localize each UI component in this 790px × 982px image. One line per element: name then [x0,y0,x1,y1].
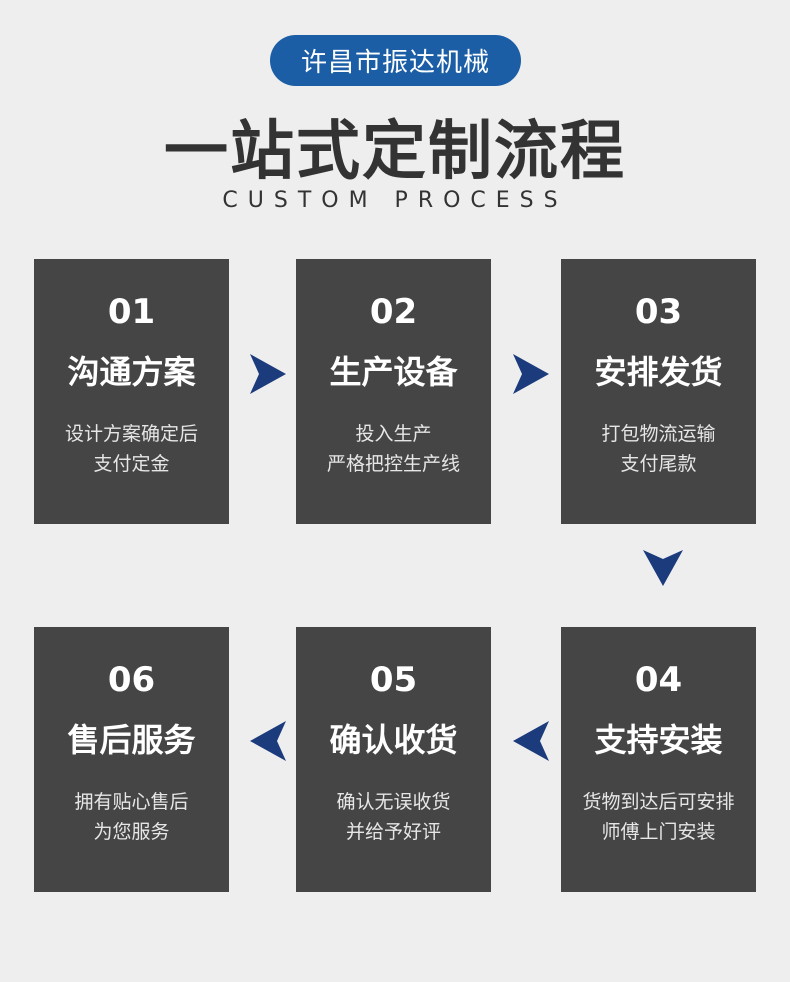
arrow-right-icon [513,354,549,394]
step-description: 货物到达后可安排师傅上门安装 [561,787,756,847]
step-desc-line: 投入生产 [355,423,432,445]
step-title: 生产设备 [329,353,458,391]
page-title: 一站式定制流程 [164,115,626,189]
step-desc-line: 支付尾款 [620,453,697,475]
step-title: 确认收货 [329,721,458,759]
step-title: 沟通方案 [67,353,196,391]
step-card-01: 01 沟通方案 设计方案确定后支付定金 [34,259,229,524]
step-desc-line: 为您服务 [93,821,170,843]
step-card-03: 03 安排发货 打包物流运输支付尾款 [561,259,756,524]
step-card-04: 04 支持安装 货物到达后可安排师傅上门安装 [561,627,756,892]
step-title: 安排发货 [594,353,723,391]
step-description: 设计方案确定后支付定金 [34,419,229,479]
step-card-02: 02 生产设备 投入生产严格把控生产线 [296,259,491,524]
step-desc-line: 严格把控生产线 [326,453,460,475]
step-desc-line: 货物到达后可安排 [582,791,735,813]
step-description: 打包物流运输支付尾款 [561,419,756,479]
step-number: 05 [369,660,418,700]
step-number: 01 [107,292,156,332]
arrow-left-icon [513,721,549,761]
arrow-left-icon [250,721,286,761]
arrow-right-icon [250,354,286,394]
step-desc-line: 打包物流运输 [601,423,716,445]
step-desc-line: 师傅上门安装 [601,821,716,843]
step-number: 06 [107,660,156,700]
step-number: 04 [634,660,683,700]
step-description: 拥有贴心售后为您服务 [34,787,229,847]
step-title: 售后服务 [67,721,196,759]
step-card-05: 05 确认收货 确认无误收货并给予好评 [296,627,491,892]
step-desc-line: 设计方案确定后 [64,423,198,445]
company-badge: 许昌市振达机械 [270,35,521,86]
step-desc-line: 拥有贴心售后 [74,791,189,813]
step-desc-line: 支付定金 [93,453,170,475]
step-description: 确认无误收货并给予好评 [296,787,491,847]
page-subtitle: CUSTOM PROCESS [222,188,568,213]
step-desc-line: 并给予好评 [345,821,441,843]
step-card-06: 06 售后服务 拥有贴心售后为您服务 [34,627,229,892]
arrow-down-icon [643,550,683,586]
step-desc-line: 确认无误收货 [336,791,451,813]
step-title: 支持安装 [594,721,723,759]
step-number: 02 [369,292,418,332]
step-description: 投入生产严格把控生产线 [296,419,491,479]
step-number: 03 [634,292,683,332]
